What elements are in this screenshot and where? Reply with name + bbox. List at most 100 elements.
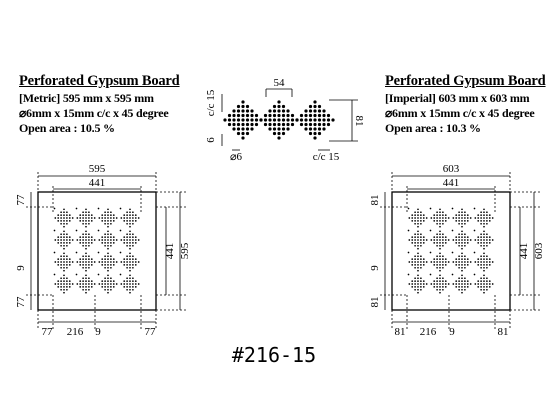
perforation-hole [473,207,476,210]
perforation-hole [63,264,65,266]
perforation-hole [277,100,281,104]
perforation-hole [129,280,131,282]
perforation-hole [63,261,65,263]
perforation-hole [480,217,482,219]
perforation-hole [126,261,128,263]
perforation-hole [420,283,422,285]
perforation-hole [483,247,485,250]
perforation-hole [486,220,488,222]
perforation-hole [66,236,68,238]
perforation-hole [313,109,317,113]
perforation-hole [76,261,79,263]
perforation-hole [469,261,472,263]
perforation-hole [442,236,444,238]
perforation-hole [486,286,488,288]
perforation-hole [488,283,491,285]
perforation-hole [411,286,414,288]
perforation-hole [110,261,112,263]
perforation-hole [483,280,485,282]
perforation-hole [66,261,68,263]
detail-cc-bottom: c/c 15 [313,151,340,163]
perforation-hole [436,283,438,285]
perforation-hole [129,277,131,280]
left-overall-height: 595 [179,242,191,259]
perforation-hole [420,211,422,214]
perforation-hole [414,233,416,236]
perforation-hole [126,264,128,266]
perforation-hole [63,269,65,272]
perforation-hole [304,109,308,113]
perforation-hole [488,286,491,288]
perforation-hole [461,214,463,216]
perforation-hole [433,264,436,266]
perforation-hole [112,283,115,285]
perforation-hole [480,239,482,241]
perforation-hole [483,288,485,291]
perforation-hole [444,214,447,216]
perforation-hole [480,277,482,280]
perforation-hole [433,214,436,216]
perforation-hole [429,207,432,210]
perforation-hole [110,255,112,258]
perforation-hole [129,291,131,294]
perforation-hole [107,291,109,294]
perforation-hole [439,225,441,228]
right-top-margin: 81 [369,195,381,206]
perforation-hole [245,104,250,109]
perforation-hole [263,113,268,118]
perforation-hole [57,239,60,241]
perforation-hole [433,283,436,285]
perforation-hole [480,222,482,225]
perforation-hole [444,242,447,244]
perforation-hole [79,286,82,288]
perforation-hole [442,288,444,291]
perforation-hole [286,122,290,127]
perforation-hole [436,217,438,219]
perforation-hole [63,280,65,282]
perforation-hole [107,211,109,214]
perforation-hole [436,258,438,260]
perforation-hole [123,283,126,285]
perforation-hole [439,236,441,238]
perforation-hole [480,233,482,236]
perforation-hole [486,266,488,269]
perforation-hole [123,236,126,238]
perforation-hole [477,239,480,241]
perforation-hole [281,131,286,136]
perforation-hole [464,214,466,216]
perforation-hole [82,288,84,291]
perforation-hole [439,211,441,214]
perforation-hole [420,222,422,225]
perforation-hole [104,220,106,222]
perforation-hole [483,220,485,222]
perforation-hole [85,266,87,269]
perforation-hole [464,277,466,280]
perforation-hole [444,280,447,282]
perforation-hole [90,214,93,216]
perforation-hole [126,239,128,241]
perforation-hole [326,122,331,127]
perforation-hole [461,269,463,272]
perforation-hole [308,104,313,109]
perforation-hole [407,273,410,276]
perforation-hole [417,244,419,247]
perforation-hole [112,286,115,288]
perforation-hole [466,264,469,266]
perforation-hole [98,261,101,263]
perforation-hole [491,283,494,285]
perforation-hole [134,220,137,222]
perforation-hole [88,283,90,285]
perforation-hole [104,283,106,285]
perforation-hole [134,258,137,260]
perforation-hole [90,264,93,266]
perforation-hole [272,127,277,131]
perforation-hole [477,286,480,288]
perforation-hole [123,220,126,222]
perforation-hole [66,277,68,280]
perforation-hole [442,233,444,236]
perforation-hole [461,233,463,236]
perforation-hole [268,118,272,122]
perforation-hole [132,217,134,219]
perforation-hole [110,236,112,238]
perforation-hole [436,261,438,263]
